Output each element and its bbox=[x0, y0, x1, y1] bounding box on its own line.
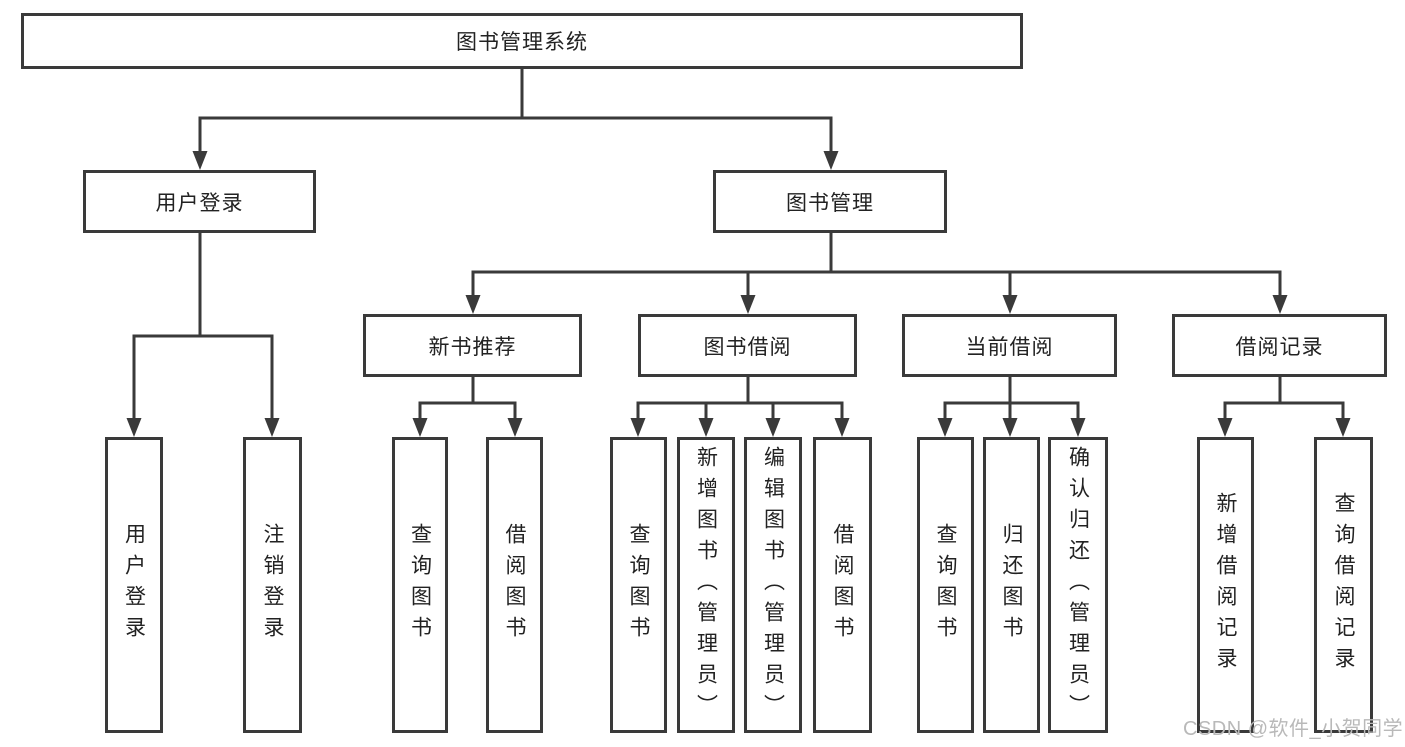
leaf-records-query-record: 查询借阅记录 bbox=[1314, 437, 1373, 733]
leaf-user-login: 用户登录 bbox=[105, 437, 163, 733]
node-book-management: 图书管理 bbox=[713, 170, 947, 233]
node-current-borrowing: 当前借阅 bbox=[902, 314, 1117, 377]
node-label: 图书借阅 bbox=[703, 335, 792, 359]
leaf-newrec-borrow-books: 借阅图书 bbox=[486, 437, 543, 733]
leaf-logout: 注销登录 bbox=[243, 437, 302, 733]
node-label: 新增借阅记录 bbox=[1214, 492, 1237, 678]
leaf-records-add-record: 新增借阅记录 bbox=[1197, 437, 1254, 733]
node-label: 新书推荐 bbox=[428, 335, 517, 359]
node-label: 注销登录 bbox=[261, 523, 284, 647]
node-borrowing-records: 借阅记录 bbox=[1172, 314, 1387, 377]
node-library-management-system: 图书管理系统 bbox=[21, 13, 1023, 69]
leaf-borrowing-query-books: 查询图书 bbox=[610, 437, 667, 733]
node-label: 借阅图书 bbox=[831, 523, 854, 647]
leaf-borrowing-borrow-books: 借阅图书 bbox=[813, 437, 872, 733]
node-label: 归还图书 bbox=[1000, 523, 1023, 647]
csdn-watermark: CSDN @软件_小贺同学 bbox=[1183, 718, 1404, 740]
node-label: 图书管理系统 bbox=[456, 31, 588, 54]
node-label: 用户登录 bbox=[155, 191, 244, 215]
node-label: 借阅记录 bbox=[1235, 335, 1324, 359]
node-label: 新增图书（管理员） bbox=[694, 445, 718, 725]
node-new-book-recommend: 新书推荐 bbox=[363, 314, 582, 377]
leaf-current-query-books: 查询图书 bbox=[917, 437, 974, 733]
node-label: 查询图书 bbox=[627, 523, 650, 647]
node-label: 借阅图书 bbox=[503, 523, 526, 647]
node-label: 图书管理 bbox=[786, 191, 874, 215]
leaf-borrowing-add-books-admin: 新增图书（管理员） bbox=[677, 437, 735, 733]
node-label: 编辑图书（管理员） bbox=[761, 445, 785, 725]
node-user-login: 用户登录 bbox=[83, 170, 316, 233]
leaf-current-return-books: 归还图书 bbox=[983, 437, 1040, 733]
node-label: 查询借阅记录 bbox=[1332, 492, 1355, 678]
leaf-borrowing-edit-books-admin: 编辑图书（管理员） bbox=[744, 437, 802, 733]
leaf-newrec-query-books: 查询图书 bbox=[392, 437, 448, 733]
node-label: 用户登录 bbox=[122, 523, 146, 647]
node-label: 当前借阅 bbox=[965, 335, 1054, 359]
node-label: 查询图书 bbox=[934, 523, 957, 647]
node-label: 查询图书 bbox=[408, 523, 432, 647]
node-book-borrowing: 图书借阅 bbox=[638, 314, 857, 377]
node-label: 确认归还（管理员） bbox=[1066, 445, 1090, 725]
leaf-current-confirm-return-admin: 确认归还（管理员） bbox=[1048, 437, 1108, 733]
